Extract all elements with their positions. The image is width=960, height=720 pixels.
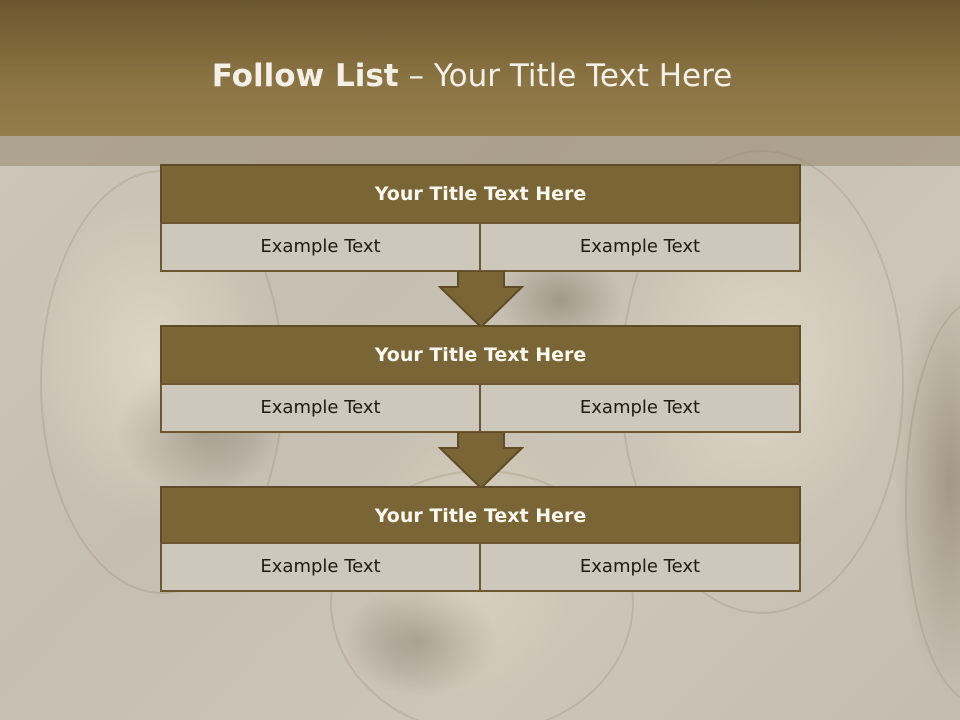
step-cell-right: Example Text <box>479 542 801 592</box>
slide-title: Follow List – Your Title Text Here <box>0 56 944 96</box>
title-rest: – Your Title Text Here <box>408 58 733 94</box>
down-arrow-icon <box>438 432 524 490</box>
header-bar <box>0 0 960 136</box>
step-cell-right: Example Text <box>479 222 801 272</box>
down-arrow-icon <box>438 271 524 329</box>
step-cell-right: Example Text <box>479 383 801 433</box>
step-title: Your Title Text Here <box>160 325 801 385</box>
step-cell-left: Example Text <box>160 542 481 592</box>
step-cell-left: Example Text <box>160 222 481 272</box>
step-title: Your Title Text Here <box>160 164 801 224</box>
step-cell-left: Example Text <box>160 383 481 433</box>
title-bold: Follow List <box>211 58 399 94</box>
step-title: Your Title Text Here <box>160 486 801 546</box>
header-band <box>0 136 960 166</box>
